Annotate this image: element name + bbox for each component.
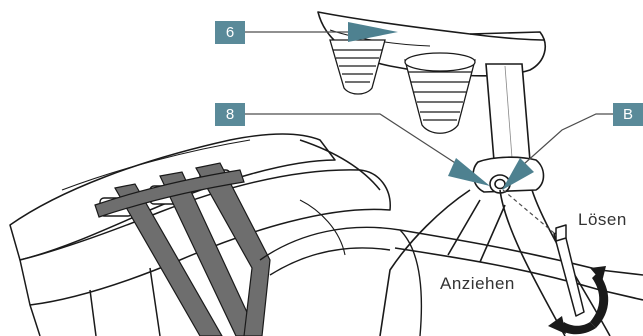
tighten-label: Anziehen	[440, 274, 515, 294]
loosen-label: Lösen	[578, 210, 627, 230]
callout-6-label: 6	[226, 24, 234, 41]
saddle-spring-left	[330, 40, 385, 94]
callout-b-label: B	[623, 106, 633, 123]
allen-key-icon	[554, 225, 584, 316]
saddle-spring-right	[405, 53, 475, 133]
seatpost-clamp	[473, 157, 543, 193]
callout-b: B	[613, 103, 643, 126]
callout-8-label: 8	[226, 106, 234, 123]
callout-8: 8	[215, 103, 245, 126]
callout-6: 6	[215, 21, 245, 44]
